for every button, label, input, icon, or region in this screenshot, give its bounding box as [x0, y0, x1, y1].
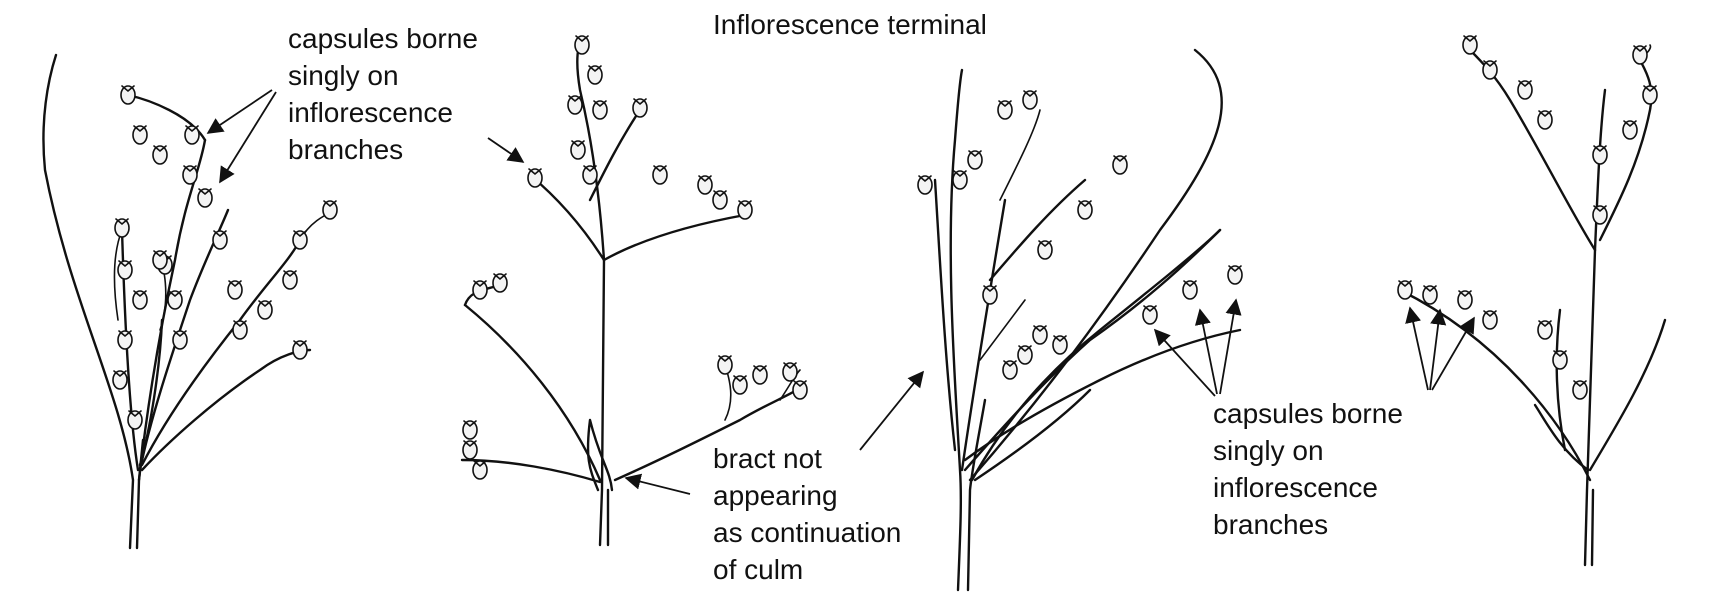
- capsule: [718, 356, 732, 374]
- capsule: [568, 96, 582, 114]
- capsule: [738, 201, 752, 219]
- capsule: [113, 371, 127, 389]
- capsule: [1033, 326, 1047, 344]
- arrow-culm: [860, 372, 923, 450]
- arrow-capsules-right-3: [1220, 300, 1236, 394]
- capsule: [1038, 241, 1052, 259]
- capsule: [1483, 61, 1497, 79]
- annotation-arrows: [208, 90, 1474, 494]
- capsule: [918, 176, 932, 194]
- capsule: [1078, 201, 1092, 219]
- capsule: [153, 251, 167, 269]
- capsule: [588, 66, 602, 84]
- capsule: [575, 36, 589, 54]
- plant-4: [1400, 38, 1665, 565]
- capsule: [1023, 91, 1037, 109]
- capsule: [1423, 286, 1437, 304]
- capsule: [153, 146, 167, 164]
- capsule: [733, 376, 747, 394]
- capsule: [233, 321, 247, 339]
- capsule: [323, 201, 337, 219]
- capsule: [1053, 336, 1067, 354]
- capsule: [493, 274, 507, 292]
- capsule: [463, 421, 477, 439]
- capsule: [1113, 156, 1127, 174]
- capsule: [653, 166, 667, 184]
- capsule: [183, 166, 197, 184]
- capsule: [118, 331, 132, 349]
- capsule: [293, 341, 307, 359]
- capsule: [528, 169, 542, 187]
- capsule: [1623, 121, 1637, 139]
- capsule: [133, 126, 147, 144]
- capsule: [228, 281, 242, 299]
- capsule: [173, 331, 187, 349]
- capsule: [1018, 346, 1032, 364]
- capsule: [1183, 281, 1197, 299]
- capsule: [293, 231, 307, 249]
- plant-2: [462, 38, 800, 545]
- capsule: [1538, 111, 1552, 129]
- capsule: [1398, 281, 1412, 299]
- capsule: [1143, 306, 1157, 324]
- capsule: [1538, 321, 1552, 339]
- capsule: [968, 151, 982, 169]
- capsule: [1518, 81, 1532, 99]
- capsule: [198, 189, 212, 207]
- capsule: [1463, 36, 1477, 54]
- capsule: [168, 291, 182, 309]
- arrow-capsules-left-3: [488, 138, 523, 162]
- capsule: [983, 286, 997, 304]
- capsule: [258, 301, 272, 319]
- arrow-bract: [626, 478, 690, 494]
- capsule: [213, 231, 227, 249]
- capsule: [283, 271, 297, 289]
- capsule: [1458, 291, 1472, 309]
- capsule: [1593, 146, 1607, 164]
- capsule: [128, 411, 142, 429]
- capsule: [1228, 266, 1242, 284]
- capsule-group: [113, 36, 1657, 479]
- capsule: [118, 261, 132, 279]
- capsule: [998, 101, 1012, 119]
- capsule: [1593, 206, 1607, 224]
- capsule: [1553, 351, 1567, 369]
- capsule: [185, 126, 199, 144]
- capsule: [121, 86, 135, 104]
- capsule: [571, 141, 585, 159]
- capsule: [1003, 361, 1017, 379]
- capsule: [1573, 381, 1587, 399]
- arrow-capsules-left-1: [208, 90, 272, 133]
- arrow-capsules-right-4: [1410, 308, 1428, 390]
- capsule: [1633, 46, 1647, 64]
- capsule: [753, 366, 767, 384]
- capsule: [473, 461, 487, 479]
- capsule: [698, 176, 712, 194]
- capsule: [793, 381, 807, 399]
- capsule: [713, 191, 727, 209]
- capsule: [633, 99, 647, 117]
- capsule: [473, 281, 487, 299]
- capsule: [953, 171, 967, 189]
- capsule: [783, 363, 797, 381]
- capsule: [593, 101, 607, 119]
- capsule: [133, 291, 147, 309]
- capsule: [1643, 86, 1657, 104]
- capsule: [1483, 311, 1497, 329]
- plant-3: [935, 50, 1240, 590]
- capsule: [463, 441, 477, 459]
- capsule: [115, 219, 129, 237]
- capsule: [583, 166, 597, 184]
